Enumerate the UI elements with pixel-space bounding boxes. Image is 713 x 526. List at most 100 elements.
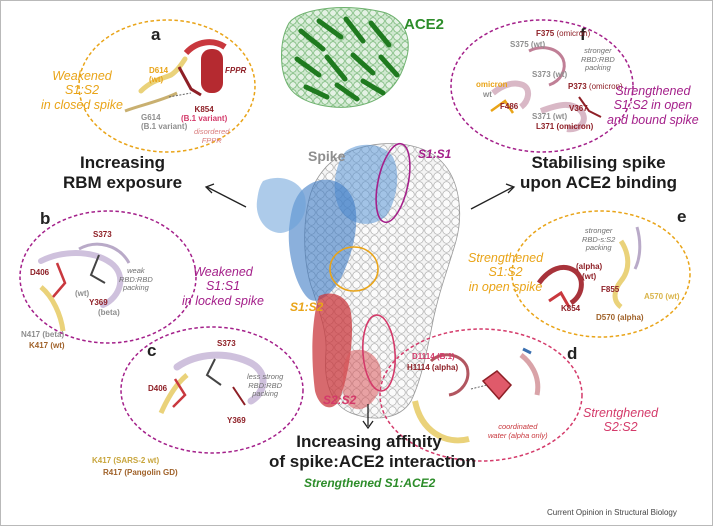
s2s2-interface-ring xyxy=(362,314,396,392)
label-k854-a-name: K854 xyxy=(194,105,214,114)
panel-a-theme-l3: in closed spike xyxy=(41,97,123,112)
heading-affinity-sub: Strengthened S1:ACE2 xyxy=(304,476,436,490)
s2s2-label: S2:S2 xyxy=(323,393,357,407)
label-s373-f: S373 (wt) xyxy=(532,70,568,79)
panel-d-theme-l1: Strentghened xyxy=(583,406,659,420)
label-d570: D570 (alpha) xyxy=(596,313,644,322)
label-s373-b: S373 xyxy=(93,230,112,239)
label-d406-c: D406 xyxy=(148,384,168,393)
label-wt-f: wt xyxy=(483,90,492,99)
panel-a-theme-l1: Weakened xyxy=(52,69,112,83)
panel-a-theme-l2: S1:S2 xyxy=(64,83,100,98)
heading-stabilising: Stabilising spike upon ACE2 binding xyxy=(520,153,677,194)
panel-e-structure xyxy=(536,226,642,309)
label-l371: L371 (omicron) xyxy=(536,122,594,131)
label-disordered: disordered xyxy=(194,127,230,136)
panel-e-theme-l3: in open spike xyxy=(468,279,543,294)
panel-a-structure xyxy=(124,39,227,113)
label-v367: V367 xyxy=(569,104,588,113)
note-d-l2: water (alpha only) xyxy=(488,430,548,440)
heading-stab-line1: Stabilising spike xyxy=(531,153,666,172)
label-f375: F375 (omicron) xyxy=(536,29,591,39)
label-s373-c: S373 xyxy=(217,339,236,348)
panel-c-structure xyxy=(158,351,267,415)
panel-b-theme: Weakened S1:S1 in locked spike xyxy=(182,265,264,308)
panel-e-letter: e xyxy=(677,207,687,226)
note-f-l1: stronger xyxy=(584,46,612,55)
heading-rbm-line1: Increasing xyxy=(79,153,166,172)
label-g614: G614 (B.1 variant) xyxy=(141,113,187,131)
note-b-l3: packing xyxy=(122,283,149,293)
panel-d-theme: Strentghened S2:S2 xyxy=(583,406,658,435)
label-p373: P373 (omicron) xyxy=(568,82,623,91)
label-y369-c: Y369 xyxy=(227,416,246,425)
label-f375-variant: (omicron) xyxy=(556,29,591,38)
s1s1-interface-ring xyxy=(375,142,411,224)
panel-a-ring xyxy=(78,19,256,153)
panel-b-theme-l1: Weakened xyxy=(193,265,253,279)
note-f-l3: packing xyxy=(584,63,611,73)
panel-d-letter: d xyxy=(567,344,578,363)
heading-aff-line1: Increasing affinity xyxy=(296,432,442,451)
s1s1-label: S1:S1 xyxy=(418,147,452,161)
spike-structure xyxy=(256,143,461,419)
label-p373-variant: (omicron) xyxy=(588,82,623,91)
label-s375: S375 (wt) xyxy=(510,40,546,49)
panel-f-theme-l3: and bound spike xyxy=(607,112,699,127)
label-disordered-fppr: disordered FPPR xyxy=(194,127,230,145)
arrows xyxy=(204,183,516,430)
panel-c-ring xyxy=(120,326,304,454)
note-f-l2: RBD:RBD xyxy=(581,54,615,64)
label-d614-variant: (wt) xyxy=(149,75,164,85)
label-fppr: FPPR xyxy=(225,66,247,75)
label-k854-a: K854 (B.1 variant) xyxy=(181,105,227,123)
label-g614-variant: (B.1 variant) xyxy=(141,122,188,132)
label-wt-e: (wt) xyxy=(582,272,597,281)
panel-a-theme: Weakened S1:S2 in closed spike xyxy=(41,69,123,112)
panel-a-letter: a xyxy=(151,25,161,44)
note-d-l1: coordinated xyxy=(498,422,538,431)
heading-rbm-line2: RBM exposure xyxy=(63,173,183,193)
label-g614-name: G614 xyxy=(141,113,161,122)
note-d-water: coordinated water (alpha only) xyxy=(488,422,548,440)
label-d614: D614 (wt) xyxy=(149,66,168,84)
panel-b-theme-l3: in locked spike xyxy=(182,293,264,308)
label-alpha-e: (alpha) xyxy=(576,262,603,271)
label-s371: S371 (wt) xyxy=(532,112,568,121)
note-e-l1: stronger xyxy=(584,226,613,235)
label-p373-name: P373 xyxy=(568,82,587,91)
label-k854-a-variant: (B.1 variant) xyxy=(181,114,228,124)
panel-d-ring xyxy=(379,328,583,462)
s1s2-interface-ring xyxy=(329,246,379,292)
label-k417-c: K417 (SARS-2 wt) xyxy=(92,456,160,465)
label-d1114: D1114 (B.1) xyxy=(412,352,455,361)
panel-c-letter: c xyxy=(147,341,157,360)
label-k854-e: K854 xyxy=(561,304,581,313)
label-f855: F855 xyxy=(601,285,620,294)
panel-f-theme: Strengthened S1:S2 in open and bound spi… xyxy=(607,84,699,127)
panel-f-structure xyxy=(490,46,602,133)
label-n417-b: N417 (beta) xyxy=(21,330,65,339)
ace2-structure xyxy=(281,7,409,108)
label-k417-b: K417 (wt) xyxy=(29,341,65,350)
label-d406-b: D406 xyxy=(30,268,50,277)
panel-f-letter: f xyxy=(580,25,586,44)
label-f375-name: F375 xyxy=(536,29,555,38)
panel-e-theme: Strengthened S1:S2 in open spike xyxy=(468,251,543,294)
panel-d-structure xyxy=(412,347,541,444)
note-c-l1: less strong xyxy=(247,372,284,381)
note-c-l2: RBD:RBD xyxy=(248,380,283,390)
label-disordered-fppr-word: FPPR xyxy=(201,135,222,145)
label-f486: F486 xyxy=(500,102,519,111)
panel-b-structure xyxy=(38,242,131,332)
label-beta-b: (beta) xyxy=(98,308,120,317)
spike-label: Spike xyxy=(308,148,346,164)
ace2-label: ACE2 xyxy=(404,16,445,33)
panel-e-theme-l1: Strengthened xyxy=(468,251,544,265)
note-b-l1: weak xyxy=(127,266,145,275)
panel-d-theme-l2: S2:S2 xyxy=(603,420,638,435)
note-e-packing: stronger RBD-s:S2 packing xyxy=(582,226,615,253)
label-d614-name: D614 xyxy=(149,66,169,75)
